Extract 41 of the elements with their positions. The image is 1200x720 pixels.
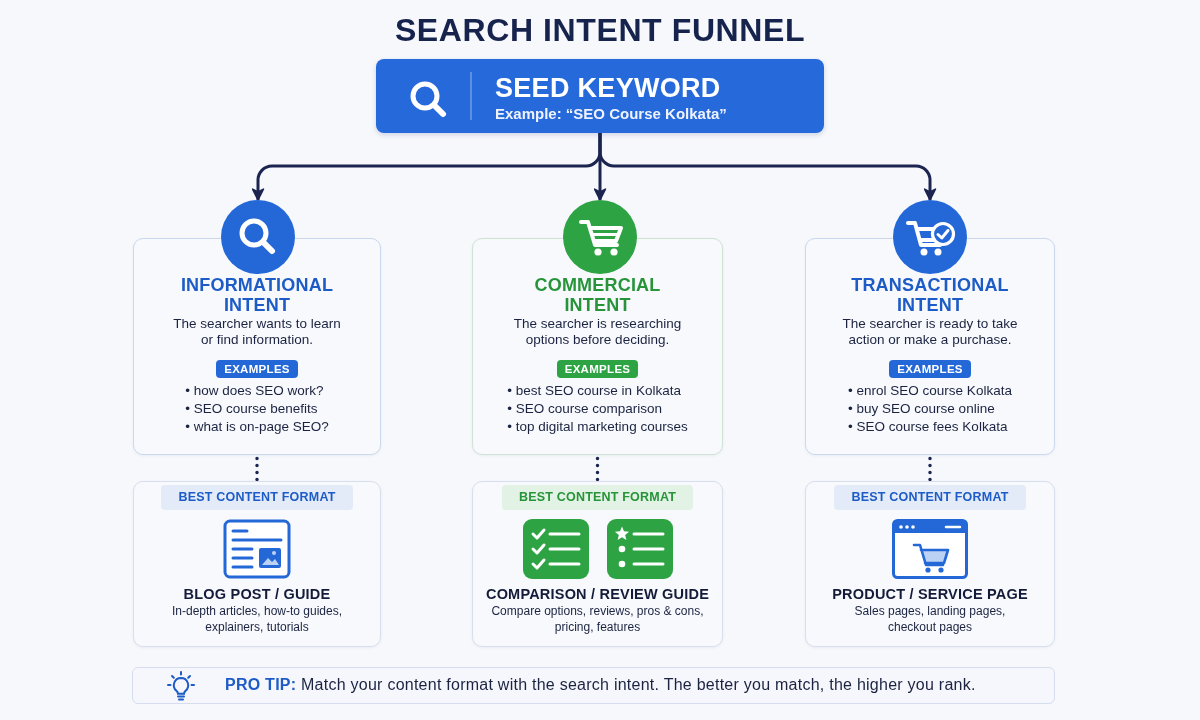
format-title: BLOG POST / GUIDE bbox=[183, 585, 331, 603]
format-description: Compare options, reviews, pros & cons, pricing, features bbox=[490, 603, 705, 635]
format-description: In-depth articles, how-to guides, explainers, tutorials bbox=[170, 603, 344, 635]
bullet-item: • best SEO course in Kolkata bbox=[507, 381, 682, 400]
bullet-item: • SEO course comparison bbox=[507, 399, 664, 418]
card-heading: TRANSACTIONAL INTENT bbox=[850, 274, 1010, 315]
bullet-item: • top digital marketing courses bbox=[507, 417, 688, 436]
tip-banner bbox=[132, 667, 1055, 704]
format-title: PRODUCT / SERVICE PAGE bbox=[832, 585, 1028, 603]
arrow bbox=[598, 133, 937, 201]
tip-text: PRO TIP: Match your content format with the search intent. The better you match, the higher you rank. bbox=[225, 675, 976, 695]
card-description: The searcher is researching options before deciding. bbox=[512, 315, 683, 348]
bullet-item: • enrol SEO course Kolkata bbox=[848, 381, 1012, 400]
format-title: COMPARISON / REVIEW GUIDE bbox=[485, 585, 710, 603]
content-format-card bbox=[472, 481, 723, 647]
bullet-item: • SEO course fees Kolkata bbox=[848, 417, 1009, 436]
intent-card bbox=[133, 238, 381, 455]
intent-card bbox=[805, 238, 1055, 455]
seed-keyword-box bbox=[376, 59, 824, 133]
intent-card bbox=[472, 238, 723, 455]
bullet-item: • what is on-page SEO? bbox=[185, 417, 329, 436]
content-format-card bbox=[133, 481, 381, 647]
card-heading: INFORMATIONAL INTENT bbox=[179, 274, 335, 315]
card-heading: COMMERCIAL INTENT bbox=[533, 274, 662, 315]
format-tag: BEST CONTENT FORMAT bbox=[834, 485, 1026, 510]
card-description: The searcher wants to learn or find information. bbox=[172, 315, 342, 348]
content-format-card bbox=[805, 481, 1055, 647]
format-description: Sales pages, landing pages, checkout pages bbox=[853, 603, 1007, 635]
bullet-item: • SEO course benefits bbox=[185, 399, 319, 418]
card-description: The searcher is ready to take action or make a purchase. bbox=[841, 315, 1019, 348]
diagram-title: SEARCH INTENT FUNNEL bbox=[394, 11, 806, 49]
examples-tag: EXAMPLES bbox=[216, 359, 298, 378]
bullet-item: • how does SEO work? bbox=[185, 381, 325, 400]
seed-example: Example: “SEO Course Kolkata” bbox=[495, 104, 727, 124]
format-tag: BEST CONTENT FORMAT bbox=[502, 485, 693, 510]
seed-heading: SEED KEYWORD bbox=[495, 73, 721, 103]
examples-tag: EXAMPLES bbox=[556, 359, 639, 378]
format-tag: BEST CONTENT FORMAT bbox=[161, 485, 353, 510]
examples-tag: EXAMPLES bbox=[889, 359, 971, 378]
search-icon bbox=[221, 200, 295, 274]
bullet-item: • buy SEO course online bbox=[848, 399, 996, 418]
